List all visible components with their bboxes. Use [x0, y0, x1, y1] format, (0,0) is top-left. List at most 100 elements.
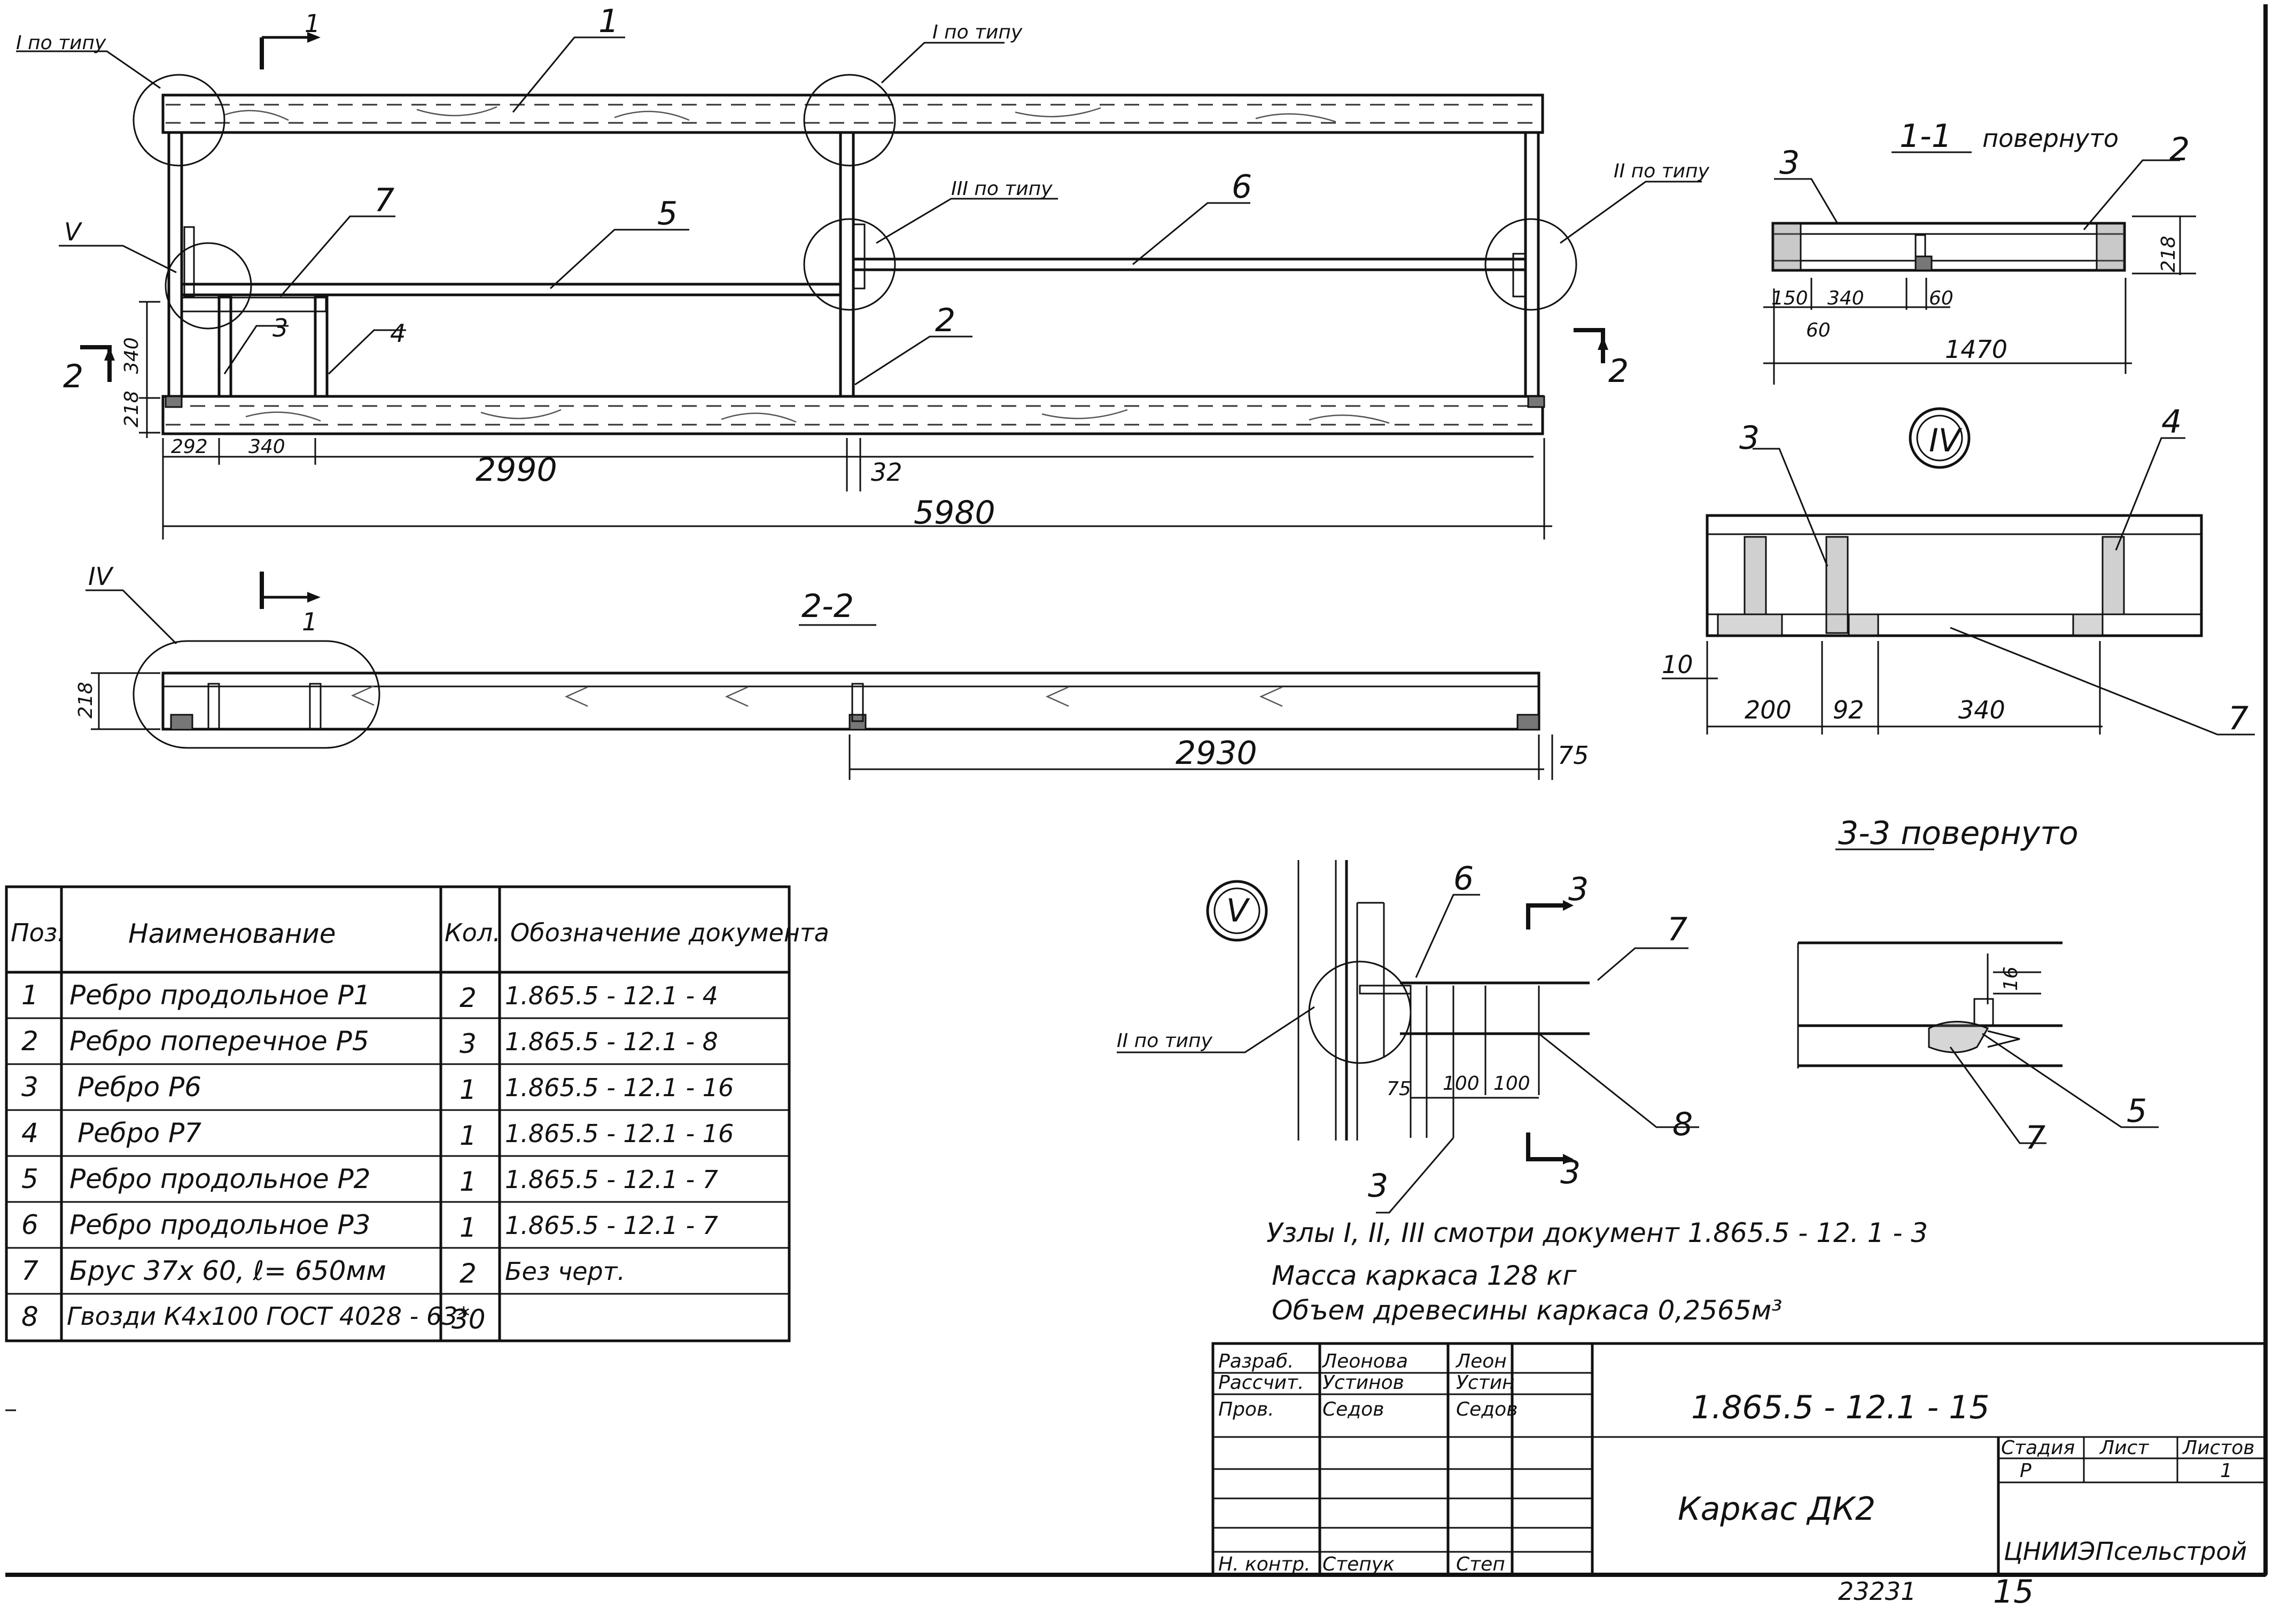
section-1-1-dim-60: 60 — [1929, 287, 1953, 309]
plan-dim-5980: 5980 — [914, 494, 995, 532]
plan-node-I-mid: I по типу — [932, 21, 1023, 43]
node-V-pos-3: 3 — [1368, 1167, 1388, 1205]
node-IV-pos-4: 4 — [2161, 403, 2182, 441]
note-line-3: Объем древесины каркаса 0,2565м³ — [1272, 1295, 1782, 1326]
spec-row-8-pos: 8 — [21, 1301, 38, 1332]
plan-dim-2990: 2990 — [476, 451, 557, 489]
tb-sign-1: Леон — [1455, 1350, 1507, 1372]
section-1-1-pos-3: 3 — [1779, 144, 1800, 182]
tb-stage-label: Стадия — [2001, 1437, 2075, 1459]
section-3-3-pos-5: 5 — [2127, 1092, 2147, 1130]
spec-row-1-name: Ребро продольное Р1 — [69, 980, 370, 1011]
spec-row-8-qty: 30 — [452, 1304, 486, 1335]
tb-doc-code: 1.865.5 - 12.1 - 15 — [1691, 1389, 1990, 1426]
tb-name-3: Седов — [1322, 1399, 1384, 1420]
tb-role-3: Пров. — [1218, 1399, 1274, 1420]
section-2-2-dim-218: 218 — [75, 682, 97, 718]
section-1-1-title: 1-1 — [1900, 118, 1952, 155]
node-IV-detail: IV 3 4 7 10 200 92 340 — [1662, 403, 2255, 737]
spec-row-2-name: Ребро поперечное Р5 — [69, 1026, 369, 1057]
spec-row-4-pos: 4 — [21, 1118, 38, 1149]
section-1-1-dim-1470: 1470 — [1945, 335, 2007, 364]
section-2-2-mark: 1 — [302, 607, 317, 636]
table-row: 5 Ребро продольное Р2 1 1.865.5 - 12.1 -… — [21, 1163, 718, 1197]
spec-row-3-name: Ребро Р6 — [77, 1072, 201, 1103]
table-row: 7 Брус 37х 60, ℓ= 650мм 2 Без черт. — [21, 1255, 625, 1289]
spec-header-doc: Обозначение документа — [510, 918, 829, 947]
spec-row-3-qty: 1 — [460, 1074, 477, 1105]
section-2-2-title: 2-2 — [801, 588, 854, 625]
section-2-2: 2-2 IV 1 218 2930 75 — [75, 562, 1589, 780]
section-2-2-node-IV: IV — [88, 562, 114, 591]
spec-row-6-doc: 1.865.5 - 12.1 - 7 — [505, 1211, 718, 1240]
plan-pos-5: 5 — [657, 195, 678, 232]
spec-row-2-qty: 3 — [460, 1028, 477, 1059]
plan-dim-32: 32 — [871, 458, 902, 487]
node-IV-pos-7: 7 — [2228, 700, 2248, 737]
plan-node-I-left: I по типу — [16, 32, 106, 54]
node-V-pos-8: 8 — [1672, 1106, 1693, 1143]
table-row: 8 Гвозди К4х100 ГОСТ 4028 - 63* 30 — [21, 1301, 486, 1335]
title-block: Разраб. Леонова Леон Рассчит. Устинов Ус… — [1211, 1342, 2267, 1576]
plan-pos-7: 7 — [374, 182, 394, 219]
spec-row-4-name: Ребро Р7 — [77, 1118, 201, 1149]
plan-pos-2: 2 — [935, 302, 955, 339]
spec-row-2-pos: 2 — [21, 1026, 38, 1057]
section-2-2-dim-75: 75 — [1558, 741, 1589, 770]
plan-section-mark-1: 1 — [305, 9, 320, 38]
tb-org: ЦНИИЭПсельстрой — [2004, 1537, 2247, 1566]
table-row: 2 Ребро поперечное Р5 3 1.865.5 - 12.1 -… — [21, 1026, 718, 1059]
node-IV-dim-340: 340 — [1958, 696, 2005, 724]
section-1-1: 1-1 повернуто 3 2 218 150 340 60 60 1470 — [1763, 118, 2196, 385]
tb-name-4: Степук — [1322, 1553, 1395, 1575]
plan-dim-340-vert: 340 — [121, 337, 143, 374]
footer: 23231 15 — [1838, 1573, 2034, 1611]
tb-sign-3: Седов — [1456, 1399, 1517, 1420]
node-IV-title: IV — [1929, 422, 1963, 459]
node-IV-dim-10: 10 — [1662, 650, 1693, 679]
section-3-3-pos-7: 7 — [2025, 1119, 2045, 1157]
spec-row-2-doc: 1.865.5 - 12.1 - 8 — [505, 1027, 718, 1056]
tb-role-2: Рассчит. — [1218, 1372, 1304, 1394]
plan-dim-292: 292 — [171, 436, 208, 458]
node-V-dim-100a: 100 — [1443, 1073, 1480, 1095]
section-1-1-pos-2: 2 — [2169, 131, 2190, 168]
spec-row-6-pos: 6 — [21, 1209, 38, 1240]
table-row: 1 Ребро продольное Р1 2 1.865.5 - 12.1 -… — [21, 980, 718, 1013]
spec-header-pos: Поз. — [11, 918, 65, 947]
spec-row-1-pos: 1 — [21, 980, 38, 1011]
spec-row-5-qty: 1 — [460, 1166, 477, 1197]
tb-stage: Р — [2020, 1460, 2032, 1482]
plan-section-mark-2-right: 2 — [1608, 353, 1629, 390]
spec-row-7-doc: Без черт. — [505, 1257, 625, 1286]
plan-pos-6: 6 — [1232, 168, 1252, 206]
section-1-1-dim-60b: 60 — [1806, 319, 1831, 341]
plan-node-III: III по типу — [951, 178, 1053, 200]
plan-node-V: V — [64, 217, 83, 246]
section-3-3: 3-3 повернуто 16 5 7 — [1797, 815, 2159, 1157]
spec-row-7-pos: 7 — [21, 1255, 38, 1286]
tb-sign-2: Устин — [1456, 1372, 1515, 1394]
plan-view: I по типу I по типу II по типу III по ти… — [16, 3, 1710, 540]
spec-header-qty: Кол. — [445, 918, 501, 947]
spec-row-1-doc: 1.865.5 - 12.1 - 4 — [505, 981, 718, 1010]
plan-dim-218-vert: 218 — [121, 390, 143, 427]
table-row: 3 Ребро Р6 1 1.865.5 - 12.1 - 16 — [21, 1072, 734, 1105]
section-1-1-dim-150: 150 — [1771, 287, 1808, 309]
spec-row-3-pos: 3 — [21, 1072, 38, 1103]
sheet-frame — [5, 4, 2268, 1577]
spec-row-4-doc: 1.865.5 - 12.1 - 16 — [505, 1119, 734, 1148]
tb-sheets: 1 — [2220, 1460, 2232, 1482]
tb-role-1: Разраб. — [1218, 1350, 1294, 1372]
spec-row-5-name: Ребро продольное Р2 — [69, 1163, 370, 1194]
spec-row-6-name: Ребро продольное Р3 — [69, 1209, 370, 1240]
node-V-dim-100b: 100 — [1493, 1073, 1530, 1095]
plan-pos-3: 3 — [273, 314, 288, 342]
spec-row-4-qty: 1 — [460, 1120, 477, 1151]
spec-row-5-pos: 5 — [21, 1163, 38, 1194]
footer-inventory: 23231 — [1838, 1577, 1916, 1606]
node-V-dim-75: 75 — [1387, 1078, 1411, 1100]
section-2-2-dim-2930: 2930 — [1176, 735, 1257, 772]
table-row: 4 Ребро Р7 1 1.865.5 - 12.1 - 16 — [21, 1118, 734, 1151]
